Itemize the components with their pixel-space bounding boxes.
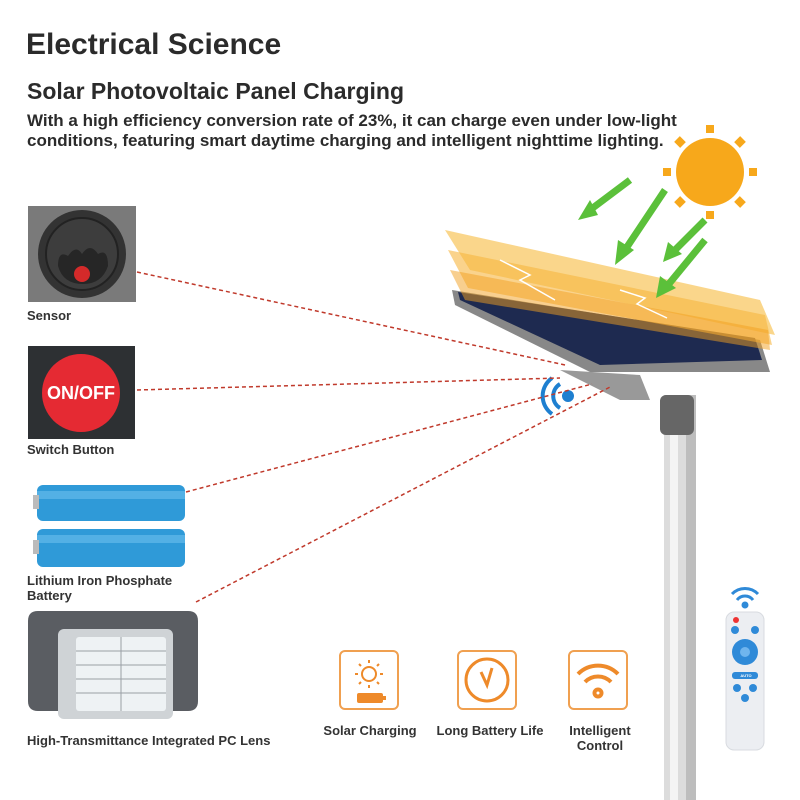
page-subtitle: Solar Photovoltaic Panel Charging <box>27 78 405 104</box>
feature-long-battery-life: Long Battery Life <box>436 723 544 738</box>
remote-signal-icon <box>730 587 760 609</box>
description: With a high efficiency conversion rate o… <box>27 111 677 150</box>
remote-control-image <box>725 587 765 751</box>
switch-button-label: Switch Button <box>27 442 115 457</box>
pc-lens-label: High-Transmittance Integrated PC Lens <box>27 733 271 748</box>
signal-icon <box>540 376 574 416</box>
sun-battery-icon <box>339 650 399 710</box>
on-off-badge: ON/OFF <box>42 354 120 432</box>
sensor-label: Sensor <box>27 308 72 323</box>
sensor-image <box>28 206 136 302</box>
battery-image <box>33 485 185 567</box>
switch-button-image: ON/OFF <box>28 346 135 439</box>
battery-label: Lithium Iron Phosphate Battery <box>27 573 173 603</box>
remote-auto-button: AUTO <box>740 672 752 678</box>
wifi-icon <box>568 650 628 710</box>
clock-icon <box>457 650 517 710</box>
sun-icon <box>663 125 757 219</box>
feature-intelligent-control: Intelligent Control <box>569 723 631 753</box>
pc-lens-image <box>28 611 198 719</box>
page-title: Electrical Science <box>26 28 282 61</box>
leader-lines <box>136 271 613 603</box>
sunlight-arrows <box>578 177 708 298</box>
feature-solar-charging: Solar Charging <box>323 723 417 738</box>
